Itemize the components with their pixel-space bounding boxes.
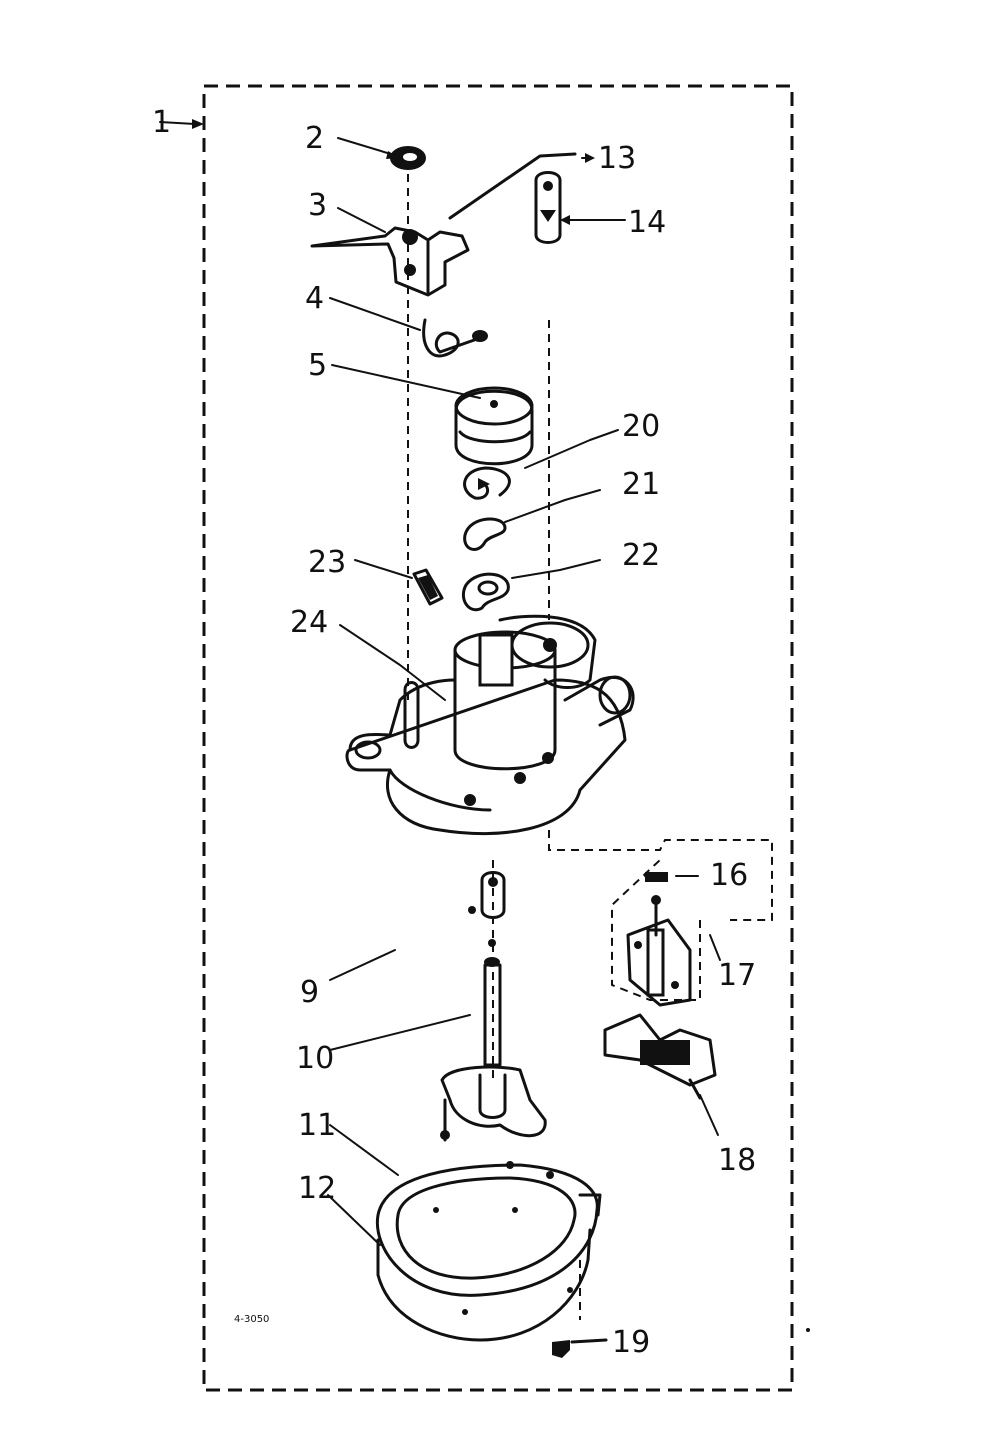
- callout-11: 11: [298, 1108, 336, 1143]
- callout-13: 13: [598, 141, 636, 176]
- ring-part-21: [463, 517, 507, 551]
- callout-23: 23: [308, 545, 346, 580]
- callout-12: 12: [298, 1171, 336, 1206]
- switch-part-17: [626, 895, 692, 1007]
- ring-part-22: [461, 572, 510, 612]
- callout-3: 3: [308, 188, 327, 223]
- callout-14: 14: [628, 205, 666, 240]
- assembly-boundary: [202, 84, 794, 1392]
- callout-17: 17: [718, 958, 756, 993]
- callout-1: 1: [152, 105, 171, 140]
- housing-part-24: [345, 614, 635, 836]
- callout-5: 5: [308, 348, 327, 383]
- callout-20: 20: [622, 409, 660, 444]
- callout-24: 24: [290, 605, 328, 640]
- wire-part-13: [448, 152, 577, 220]
- tub-ring-part-11: [375, 1161, 602, 1297]
- ring-part-20: [463, 466, 511, 500]
- bracket-part-3: [310, 226, 470, 297]
- shaft-part-10: [440, 939, 547, 1142]
- pulley-part-5: [454, 386, 534, 466]
- callout-21: 21: [622, 467, 660, 502]
- screw-part-19: [552, 1338, 608, 1358]
- clip-part-14: [534, 171, 562, 244]
- bushing: [468, 871, 506, 919]
- callout-18: 18: [718, 1143, 756, 1178]
- callout-10: 10: [296, 1041, 334, 1076]
- callout-4: 4: [305, 281, 324, 316]
- gasket-part-12: [376, 1228, 592, 1342]
- callout-22: 22: [622, 538, 660, 573]
- drawing-code: 4-3050: [234, 1314, 269, 1325]
- actuator-part-18: [603, 1013, 717, 1100]
- callout-16: 16: [710, 858, 748, 893]
- leader-lines: [159, 119, 721, 1246]
- nut-part-2: [390, 146, 426, 170]
- callout-2: 2: [305, 121, 324, 156]
- spring-part-4: [422, 318, 488, 358]
- callout-19: 19: [612, 1325, 650, 1360]
- key-part-23: [412, 568, 444, 606]
- callout-9: 9: [300, 975, 319, 1010]
